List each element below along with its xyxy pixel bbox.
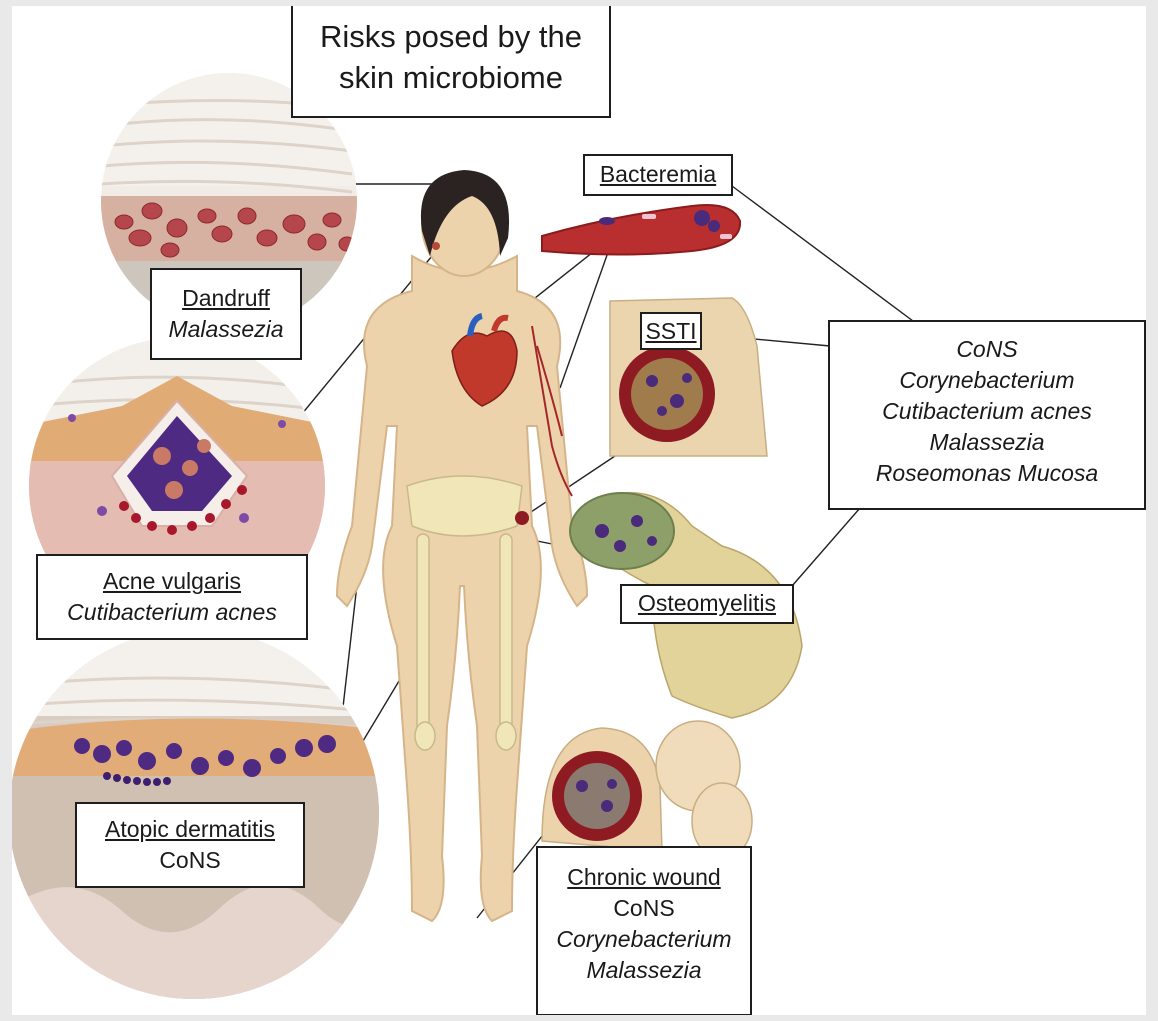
chronic-organism-1: CoNS <box>613 895 675 921</box>
acne-label-box: Acne vulgaris Cutibacterium acnes <box>36 554 308 640</box>
wound-dot <box>515 511 529 525</box>
organism-4: Malassezia <box>929 429 1045 455</box>
organism-5: Roseomonas Mucosa <box>875 460 1099 486</box>
osteomyelitis-label-box: Osteomyelitis <box>620 584 794 624</box>
organism-list-box: CoNS Corynebacterium Cutibacterium acnes… <box>828 320 1146 510</box>
acne-name: Acne vulgaris <box>102 568 242 594</box>
osteomyelitis-name: Osteomyelitis <box>637 590 777 616</box>
title-line-2: skin microbiome <box>339 60 563 95</box>
chronic-organism-3: Malassezia <box>586 957 702 983</box>
dandruff-organism: Malassezia <box>168 316 284 342</box>
bacteremia-name: Bacteremia <box>599 161 717 187</box>
bacteremia-illustration <box>541 204 742 256</box>
chronic-wound-label-box: Chronic wound CoNS Corynebacterium Malas… <box>536 846 752 1015</box>
human-figure <box>335 170 589 923</box>
title-line-1: Risks posed by the <box>320 19 582 54</box>
figure-canvas: Risks posed by the skin microbiome Dandr… <box>12 6 1146 1015</box>
title-box: Risks posed by the skin microbiome <box>291 6 611 118</box>
atopic-label-box: Atopic dermatitis CoNS <box>75 802 305 888</box>
chronic-organism-2: Corynebacterium <box>556 926 732 952</box>
atopic-organism: CoNS <box>159 847 221 873</box>
dandruff-label-box: Dandruff Malassezia <box>150 268 302 360</box>
organism-2: Corynebacterium <box>899 367 1075 393</box>
heart-illustration <box>451 313 518 407</box>
acne-organism: Cutibacterium acnes <box>67 599 277 625</box>
dandruff-name: Dandruff <box>182 285 270 311</box>
chronic-wound-name: Chronic wound <box>567 864 721 890</box>
ssti-name: SSTI <box>645 318 697 344</box>
atopic-name: Atopic dermatitis <box>104 816 275 842</box>
blood-vessels <box>531 325 573 497</box>
illustration <box>12 73 918 999</box>
bacteremia-label-box: Bacteremia <box>583 154 733 196</box>
organism-3: Cutibacterium acnes <box>882 398 1092 424</box>
skeleton-overlay <box>406 475 523 751</box>
organism-1: CoNS <box>956 336 1018 362</box>
chronic-wound-illustration <box>541 720 753 860</box>
ssti-label-box: SSTI <box>640 312 702 350</box>
